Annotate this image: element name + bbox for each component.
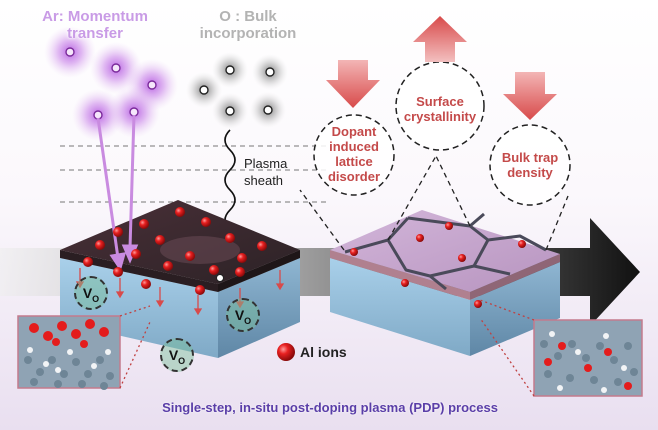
o-label-line1: O : Bulk bbox=[219, 8, 277, 25]
al-ions-label: Al ions bbox=[300, 344, 347, 360]
o-label: O : Bulk incorporation bbox=[188, 8, 308, 42]
dopant-label: Dopant induced lattice disorder bbox=[314, 124, 394, 184]
vo-symbol: V bbox=[234, 307, 245, 323]
vo-symbol: V bbox=[82, 285, 93, 301]
left-inset bbox=[17, 315, 121, 390]
plasma-sheath-label: Plasma sheath bbox=[244, 155, 314, 189]
vo-vacancy-badge-1: VO bbox=[74, 276, 108, 310]
plasma-sheath-line1: Plasma bbox=[244, 156, 288, 171]
dopant-line1: Dopant bbox=[331, 124, 377, 139]
oxygen-cluster bbox=[186, 52, 288, 129]
ar-label-line2: transfer bbox=[67, 25, 123, 42]
right-inset bbox=[533, 319, 643, 397]
dopant-down-arrow bbox=[326, 60, 380, 108]
al-ion-legend-sphere bbox=[277, 343, 295, 361]
ar-label: Ar: Momentum transfer bbox=[30, 8, 160, 42]
ar-label-line1: Ar: Momentum bbox=[42, 8, 148, 25]
vo-vacancy-badge-3: VO bbox=[160, 338, 194, 372]
bulktrap-label: Bulk trap density bbox=[490, 150, 570, 180]
plasma-sheath-line2: sheath bbox=[244, 173, 284, 188]
right-slab bbox=[330, 210, 560, 356]
surface-label: Surface crystallinity bbox=[396, 94, 484, 124]
process-arrow bbox=[0, 218, 640, 326]
dopant-circle bbox=[313, 114, 395, 196]
vo-subscript: O bbox=[178, 355, 186, 366]
dopant-line3: lattice bbox=[335, 154, 373, 169]
surface-line1: Surface bbox=[416, 94, 464, 109]
o-label-line2: incorporation bbox=[199, 25, 297, 42]
vo-symbol: V bbox=[168, 347, 179, 363]
right-al-ions bbox=[350, 222, 526, 308]
vo-vacancy-badge-2: VO bbox=[226, 298, 260, 332]
bulktrap-line2: density bbox=[507, 165, 553, 180]
process-caption: Single-step, in-situ post-doping plasma … bbox=[162, 400, 498, 415]
bulktrap-down-arrow bbox=[503, 72, 557, 120]
dopant-line2: induced bbox=[329, 139, 379, 154]
surface-up-arrow bbox=[413, 16, 467, 62]
surface-circle bbox=[395, 61, 485, 151]
vo-subscript: O bbox=[92, 293, 100, 304]
bulktrap-circle bbox=[489, 124, 571, 206]
bulktrap-line1: Bulk trap bbox=[501, 150, 559, 165]
vo-subscript: O bbox=[244, 315, 252, 326]
surface-line2: crystallinity bbox=[403, 109, 477, 124]
ar-ion-cluster bbox=[44, 26, 178, 141]
dopant-line4: disorder bbox=[327, 169, 380, 184]
left-al-ions bbox=[83, 207, 267, 295]
